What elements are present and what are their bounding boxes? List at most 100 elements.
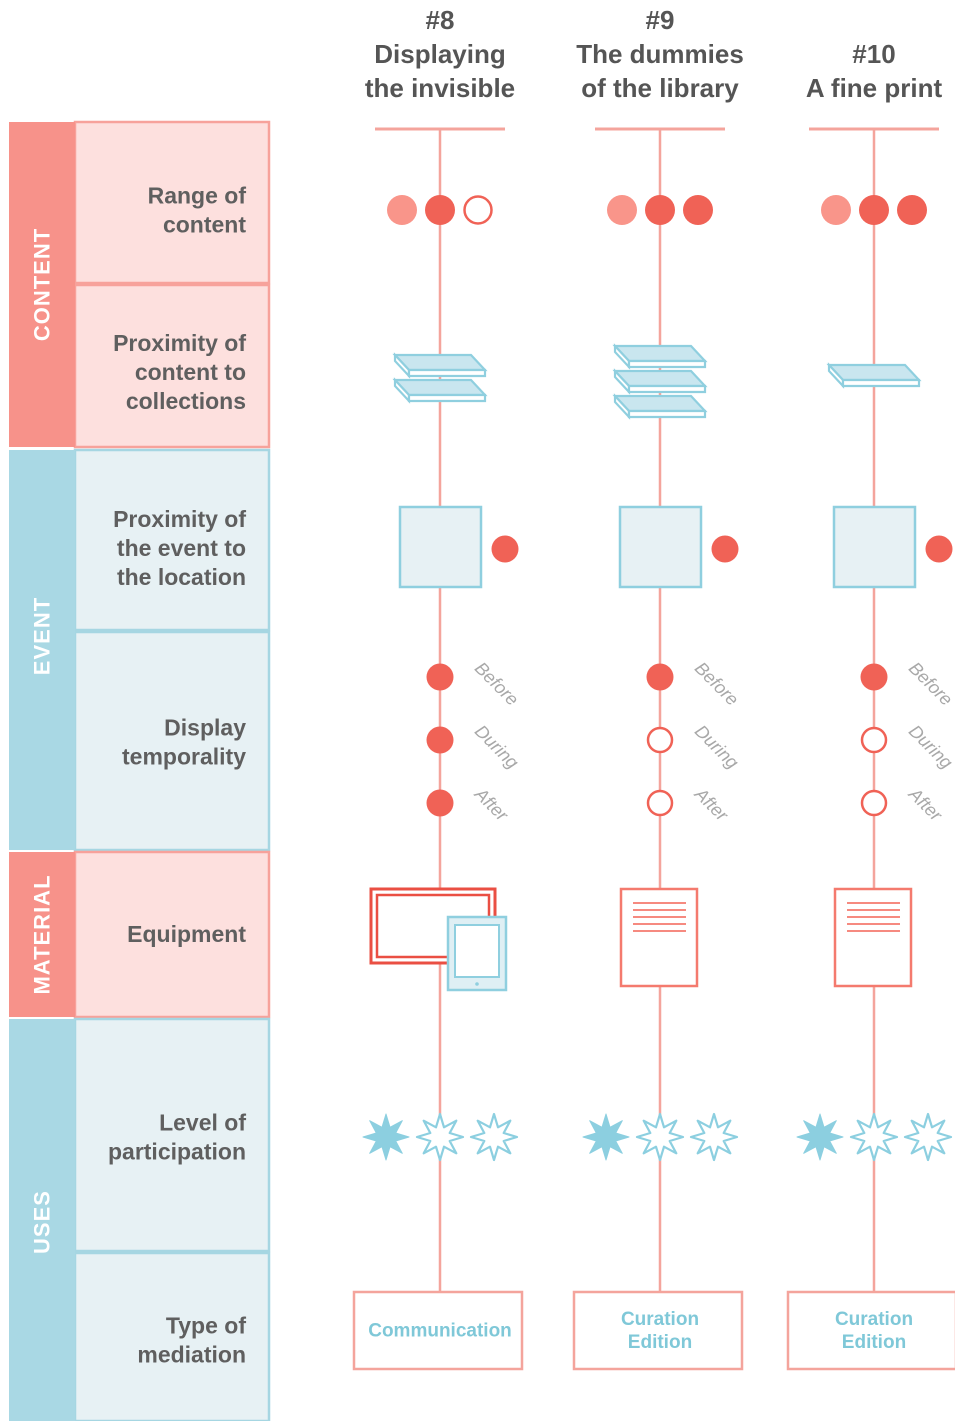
category-band-event (9, 450, 75, 850)
sheet-top (392, 378, 488, 397)
column-number: #8 (426, 5, 455, 35)
row-label: Proximity of (113, 330, 246, 356)
sheet-front (841, 378, 921, 388)
row-cell-6 (73, 1251, 271, 1423)
row-label: the location (117, 564, 246, 590)
location-square-icon (832, 505, 917, 589)
tablet-screen (454, 924, 500, 978)
range-dot-filled (425, 195, 455, 225)
row-label: the event to (117, 535, 246, 561)
category-label-material: MATERIAL (30, 874, 55, 994)
mediation-box (352, 1290, 524, 1371)
row-cell-3 (73, 630, 271, 852)
temporality-dot-filled (426, 789, 454, 817)
collection-sheet-icon (826, 362, 922, 389)
column-title: the invisible (365, 73, 515, 103)
row-cell-5 (73, 1017, 271, 1253)
temporality-dot-filled (426, 726, 454, 754)
collection-sheet-icon (612, 393, 708, 420)
category-label-event: EVENT (30, 597, 55, 675)
temporality-dot-filled (426, 663, 454, 691)
sheet-top (826, 363, 922, 382)
range-dot-empty (463, 195, 493, 225)
row-label: participation (108, 1139, 246, 1165)
row-label: Display (164, 715, 246, 741)
row-label: Proximity of (113, 506, 246, 532)
column-number: #9 (646, 5, 675, 35)
collection-sheet-icon (392, 352, 488, 379)
collection-sheet-icon (392, 377, 488, 404)
participation-star-filled-icon (362, 1113, 410, 1161)
range-dot-filled (683, 195, 713, 225)
row-label: temporality (122, 744, 246, 770)
category-band-material (9, 852, 75, 1017)
row-label: content (163, 212, 246, 238)
temporality-label-before: Before (471, 658, 523, 710)
row-label: Level of (159, 1110, 246, 1136)
row-cell-2 (73, 448, 271, 632)
sheet-top (392, 353, 488, 372)
sheet-front (627, 359, 707, 369)
row-cell-4 (73, 850, 271, 1019)
participation-star-empty-icon (903, 1112, 953, 1162)
temporality-dot-empty (646, 789, 674, 817)
event-location-dot (711, 535, 739, 563)
column-n10: #10 A fine printBeforeDuringAfterCuration… (786, 39, 955, 1371)
tablet-button (475, 982, 479, 986)
row-cell-1 (73, 283, 271, 449)
temporality-dot-empty (860, 726, 888, 754)
mediation-label: Edition (842, 1332, 906, 1353)
category-label-content: CONTENT (30, 228, 55, 341)
mediation-box (572, 1290, 744, 1371)
row-cell-0 (73, 120, 271, 285)
temporality-label-after: After (904, 783, 946, 825)
collection-sheet-icon (612, 368, 708, 395)
range-dot-filled (897, 195, 927, 225)
column-title: of the library (581, 73, 739, 103)
temporality-label-after: After (690, 783, 732, 825)
temporality-dot-filled (646, 663, 674, 691)
row-label-table: CONTENT EVENT MATERIAL USES Range of contentP… (9, 120, 271, 1423)
range-dot-filled (607, 195, 637, 225)
range-dot-filled (859, 195, 889, 225)
temporality-dot-filled (860, 663, 888, 691)
sheet-top (612, 394, 708, 413)
row-label: Type of (166, 1313, 246, 1339)
range-dot-filled (645, 195, 675, 225)
participation-star-empty-icon (635, 1112, 685, 1162)
temporality-label-before: Before (905, 658, 955, 710)
temporality-label-during: During (905, 721, 955, 773)
printed-document-icon (833, 887, 913, 988)
row-label: mediation (137, 1342, 246, 1368)
temporality-label-during: During (691, 721, 743, 773)
sheet-top (612, 369, 708, 388)
column-title: A fine print (806, 73, 943, 103)
event-location-dot (491, 535, 519, 563)
temporality-dot-empty (860, 789, 888, 817)
temporality-label-before: Before (691, 658, 743, 710)
category-label-uses: USES (30, 1190, 55, 1254)
row-label: collections (126, 388, 246, 414)
event-location-dot (925, 535, 953, 563)
location-square-icon (618, 505, 703, 589)
location-square-icon (398, 505, 483, 589)
participation-star-filled-icon (582, 1113, 630, 1161)
participation-star-empty-icon (849, 1112, 899, 1162)
range-dot-filled (821, 195, 851, 225)
temporality-dot-empty (646, 726, 674, 754)
column-title: Displaying (374, 39, 505, 69)
participation-star-empty-icon (689, 1112, 739, 1162)
column-title: The dummies (576, 39, 744, 69)
column-number: #10 (852, 39, 895, 69)
mediation-label: Curation (835, 1309, 913, 1330)
range-dot-filled (387, 195, 417, 225)
sheet-front (407, 393, 487, 403)
category-band-content (9, 122, 75, 447)
participation-star-filled-icon (796, 1113, 844, 1161)
sheet-front (627, 409, 707, 419)
row-label: Range of (148, 183, 247, 209)
